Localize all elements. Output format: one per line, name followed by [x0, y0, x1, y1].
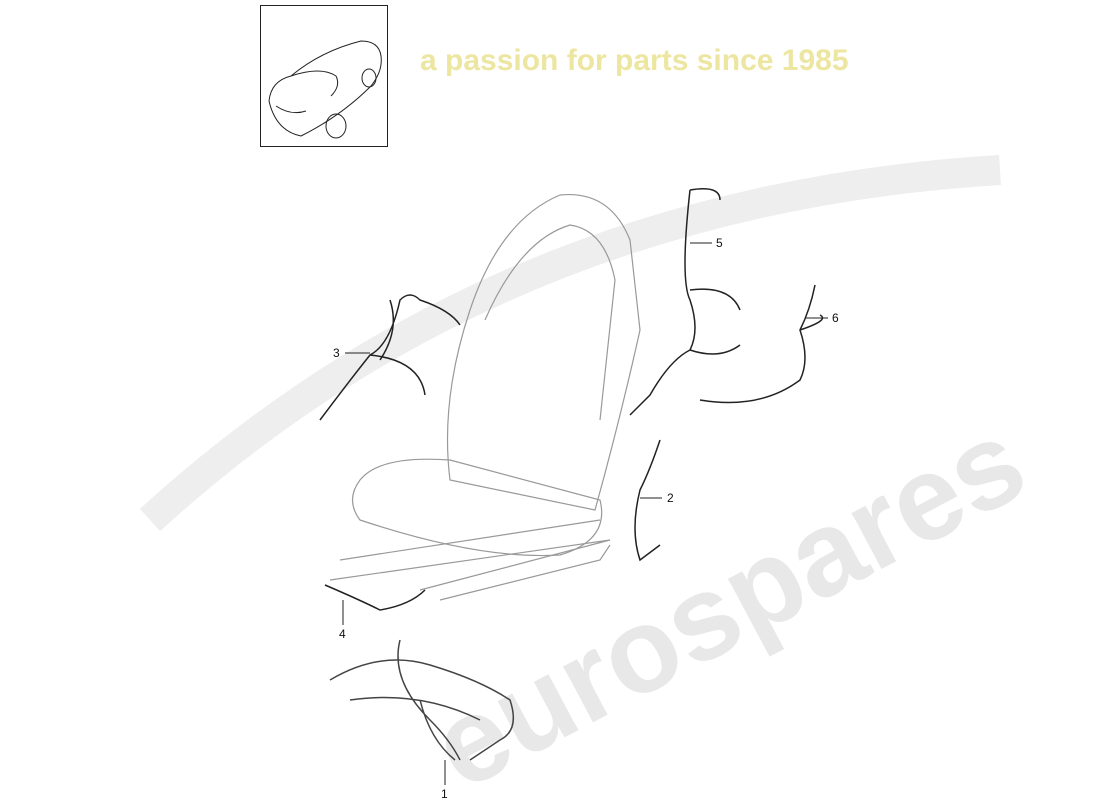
callout-6: 6	[832, 311, 839, 325]
callout-5: 5	[716, 236, 723, 250]
watermark-brand: eurospares	[411, 393, 1045, 800]
callout-3: 3	[333, 346, 340, 360]
harness-1	[329, 639, 515, 761]
car-overview-icon	[268, 40, 382, 139]
harness-3	[319, 294, 461, 421]
wire-harnesses	[319, 188, 824, 761]
callout-2: 2	[667, 491, 674, 505]
harness-5	[629, 188, 741, 416]
harness-4	[324, 584, 426, 611]
harness-6	[699, 284, 824, 404]
seat-outline	[329, 193, 641, 601]
vehicle-thumbnail	[260, 5, 388, 147]
callout-1: 1	[441, 787, 448, 800]
harness-2	[634, 439, 661, 562]
watermark: eurospares a passion for parts since 198…	[139, 44, 1045, 800]
watermark-swoosh	[139, 155, 1001, 532]
callout-4: 4	[339, 627, 346, 641]
watermark-tagline: a passion for parts since 1985	[420, 44, 849, 77]
callouts	[342, 242, 828, 785]
